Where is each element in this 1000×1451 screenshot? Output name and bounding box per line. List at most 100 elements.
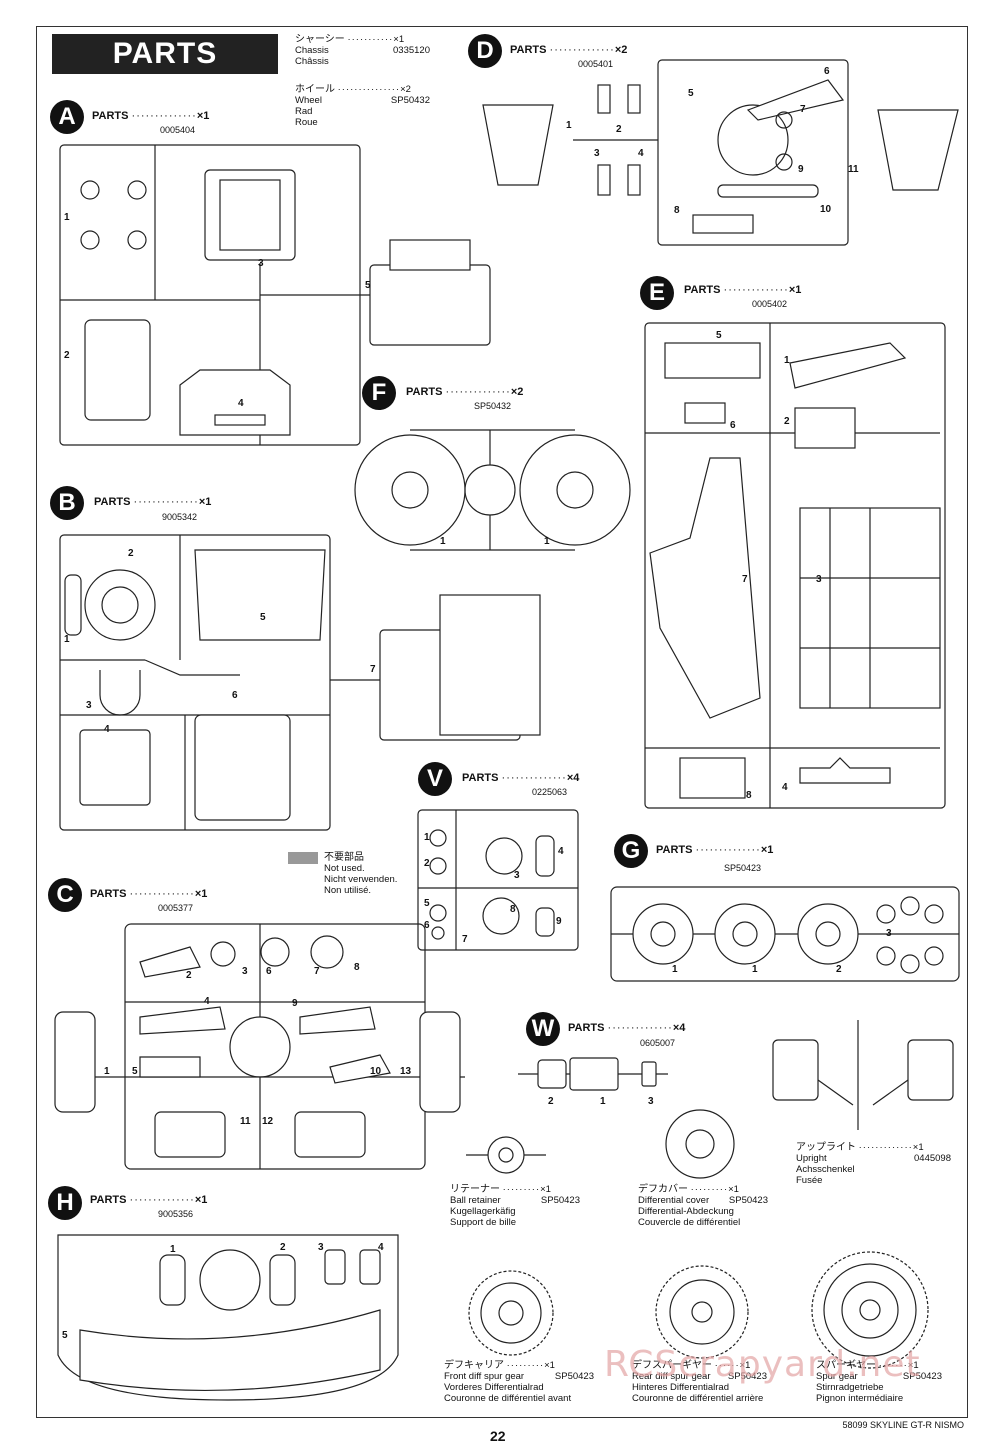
- chassis-code: 0335120: [393, 45, 430, 56]
- part-a-4: 4: [238, 398, 244, 409]
- wheel-de: Rad: [295, 106, 313, 117]
- part-h-4: 4: [378, 1242, 384, 1253]
- sprue-c: [54, 923, 465, 1170]
- part-e-1: 1: [784, 355, 790, 366]
- part-c-10: 10: [370, 1066, 382, 1077]
- part-a-5: 5: [365, 280, 371, 291]
- sprue-f: [354, 429, 631, 551]
- wheel-jp: ホイール: [295, 84, 335, 95]
- part-d-10: 10: [820, 204, 832, 215]
- part-c-2: 2: [186, 970, 192, 981]
- part-v-5: 5: [424, 898, 430, 909]
- section-b-code: 9005342: [162, 512, 198, 522]
- part-v-9: 9: [556, 916, 562, 927]
- diff-cover-jp: デフカバー: [638, 1184, 688, 1195]
- part-w-1: 1: [600, 1096, 606, 1107]
- front-diff-gear-jp: デフキャリア: [444, 1360, 504, 1371]
- section-a-label: PARTS ··············×1: [92, 110, 210, 122]
- not-used-legend: 不要部品 Not used. Nicht verwenden. Non util…: [324, 852, 397, 896]
- ball-retainer-fr: Support de bille: [450, 1217, 517, 1228]
- front-diff-gear-de: Vorderes Differentialrad: [444, 1382, 544, 1393]
- upright-fr: Fusée: [796, 1175, 823, 1186]
- part-b-1: 1: [64, 634, 70, 645]
- section-c-code: 0005377: [158, 903, 194, 913]
- diff-cover-en: Differential cover: [638, 1195, 710, 1206]
- not-used-en: Not used.: [324, 863, 365, 874]
- part-v-6: 6: [424, 920, 430, 931]
- chassis-qty: ×1: [393, 34, 405, 45]
- sprue-b: [59, 534, 541, 831]
- front-diff-gear-drawing: [468, 1270, 554, 1356]
- spur-gear-code: SP50423: [902, 1371, 942, 1382]
- page-title: PARTS: [52, 34, 278, 74]
- wheel-en: Wheel: [295, 95, 322, 106]
- part-b-4: 4: [104, 724, 110, 735]
- spur-gear-jp: スパーギヤー: [816, 1360, 876, 1371]
- part-d-8: 8: [674, 205, 680, 216]
- section-c-badge: C: [48, 878, 82, 912]
- section-e-badge: E: [640, 276, 674, 310]
- sprue-e: [644, 322, 946, 809]
- part-d-5: 5: [688, 88, 694, 99]
- part-g-1a: 1: [672, 964, 678, 975]
- diff-cover-fr: Couvercle de différentiel: [638, 1217, 741, 1228]
- upright-drawing: [772, 1020, 954, 1130]
- front-diff-gear-fr: Couronne de différentiel avant: [444, 1393, 572, 1404]
- part-c-12: 12: [262, 1116, 274, 1127]
- part-f-1b: 1: [544, 536, 550, 547]
- section-g-label: PARTS ··············×1: [656, 844, 774, 856]
- part-c-11: 11: [240, 1116, 251, 1127]
- part-b-7: 7: [370, 664, 376, 675]
- part-h-3: 3: [318, 1242, 324, 1253]
- upright-jp: アップライト: [796, 1142, 856, 1153]
- rear-diff-gear-qty: ×1: [739, 1360, 751, 1371]
- section-v-badge: V: [418, 762, 452, 796]
- part-c-13: 13: [400, 1066, 412, 1077]
- part-w-3: 3: [648, 1096, 654, 1107]
- part-b-3: 3: [86, 700, 92, 711]
- part-c-4: 4: [204, 996, 210, 1007]
- front-diff-gear-code: SP50423: [554, 1371, 594, 1382]
- section-a-badge: A: [50, 100, 84, 134]
- part-c-8: 8: [354, 962, 360, 973]
- ball-retainer-jp: リテーナー: [450, 1184, 500, 1195]
- part-f-1a: 1: [440, 536, 446, 547]
- sprue-h: [57, 1234, 399, 1401]
- part-b-2: 2: [128, 548, 134, 559]
- section-w-badge: W: [526, 1012, 560, 1046]
- rear-diff-gear-jp: デフスパーギヤー: [632, 1360, 712, 1371]
- ball-retainer-code: SP50423: [540, 1195, 580, 1206]
- part-c-6: 6: [266, 966, 272, 977]
- page-number: 22: [490, 1428, 506, 1444]
- rear-diff-gear-fr: Couronne de différentiel arrière: [632, 1393, 764, 1404]
- section-w-code: 0605007: [640, 1038, 676, 1048]
- section-e-code: 0005402: [752, 299, 788, 309]
- section-c-label: PARTS ··············×1: [90, 888, 208, 900]
- section-f-badge: F: [362, 376, 396, 410]
- rear-diff-gear-code: SP50423: [727, 1371, 767, 1382]
- rear-diff-gear-drawing: [655, 1265, 749, 1359]
- upright-code: 0445098: [914, 1153, 951, 1164]
- not-used-jp: 不要部品: [324, 852, 364, 863]
- part-d-11: 11: [848, 164, 859, 175]
- section-w-label: PARTS ··············×4: [568, 1022, 686, 1034]
- chassis-jp: シャーシー: [295, 34, 345, 45]
- part-e-8: 8: [746, 790, 752, 801]
- part-d-1: 1: [566, 120, 572, 131]
- front-diff-gear-qty: ×1: [544, 1360, 555, 1371]
- section-g-badge: G: [614, 834, 648, 868]
- part-v-1: 1: [424, 832, 430, 843]
- chassis-fr: Châssis: [295, 56, 329, 67]
- section-g-code: SP50423: [724, 863, 762, 873]
- ball-retainer-en: Ball retainer: [450, 1195, 501, 1206]
- section-h-label: PARTS ··············×1: [90, 1194, 208, 1206]
- upright-en: Upright: [796, 1153, 827, 1164]
- rear-diff-gear-de: Hinteres Differentialrad: [632, 1382, 729, 1393]
- spur-gear-en: Spur gear: [816, 1371, 858, 1382]
- part-w-2: 2: [548, 1096, 554, 1107]
- part-b-6: 6: [232, 690, 238, 701]
- sprue-g: [610, 886, 960, 982]
